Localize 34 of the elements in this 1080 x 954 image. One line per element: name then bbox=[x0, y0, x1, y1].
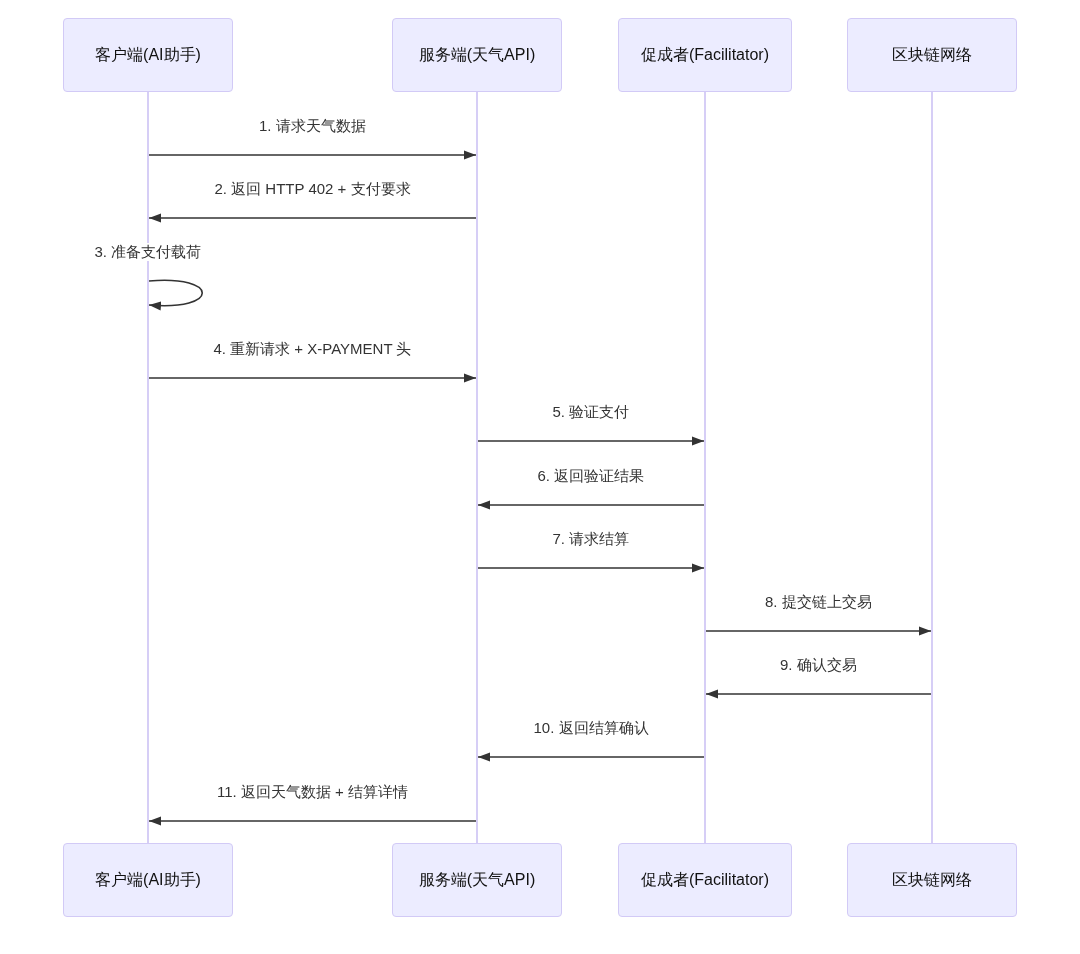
message-label: 7. 请求结算 bbox=[551, 530, 631, 548]
message-label: 5. 验证支付 bbox=[551, 403, 631, 421]
message-arrow bbox=[477, 436, 705, 446]
participant-box: 区块链网络 bbox=[847, 843, 1017, 917]
message-arrow bbox=[148, 150, 477, 160]
message-label: 6. 返回验证结果 bbox=[536, 467, 646, 485]
message-arrow bbox=[705, 689, 932, 699]
lifeline bbox=[704, 92, 706, 843]
message-arrow bbox=[477, 500, 705, 510]
lifeline bbox=[476, 92, 478, 843]
message-label: 4. 重新请求 + X-PAYMENT 头 bbox=[212, 340, 413, 358]
participant-box: 促成者(Facilitator) bbox=[618, 18, 792, 92]
message-arrow bbox=[477, 752, 705, 762]
participant-box: 客户端(AI助手) bbox=[63, 843, 233, 917]
message-label: 3. 准备支付载荷 bbox=[93, 243, 203, 261]
message-label: 9. 确认交易 bbox=[779, 656, 858, 674]
self-loop-arrow bbox=[148, 279, 204, 310]
message-arrow bbox=[148, 816, 477, 826]
message-label: 8. 提交链上交易 bbox=[764, 593, 873, 611]
message-label: 1. 请求天气数据 bbox=[258, 117, 367, 135]
message-arrow bbox=[148, 373, 477, 383]
message-arrow bbox=[477, 563, 705, 573]
participant-box: 服务端(天气API) bbox=[392, 843, 562, 917]
participant-box: 促成者(Facilitator) bbox=[618, 843, 792, 917]
participant-box: 区块链网络 bbox=[847, 18, 1017, 92]
participant-box: 服务端(天气API) bbox=[392, 18, 562, 92]
lifeline bbox=[931, 92, 933, 843]
message-label: 11. 返回天气数据 + 结算详情 bbox=[216, 783, 409, 801]
message-label: 10. 返回结算确认 bbox=[532, 719, 650, 737]
message-arrow bbox=[705, 626, 932, 636]
lifeline bbox=[147, 92, 149, 843]
message-arrow bbox=[148, 213, 477, 223]
participant-box: 客户端(AI助手) bbox=[63, 18, 233, 92]
message-label: 2. 返回 HTTP 402 + 支付要求 bbox=[213, 180, 412, 198]
